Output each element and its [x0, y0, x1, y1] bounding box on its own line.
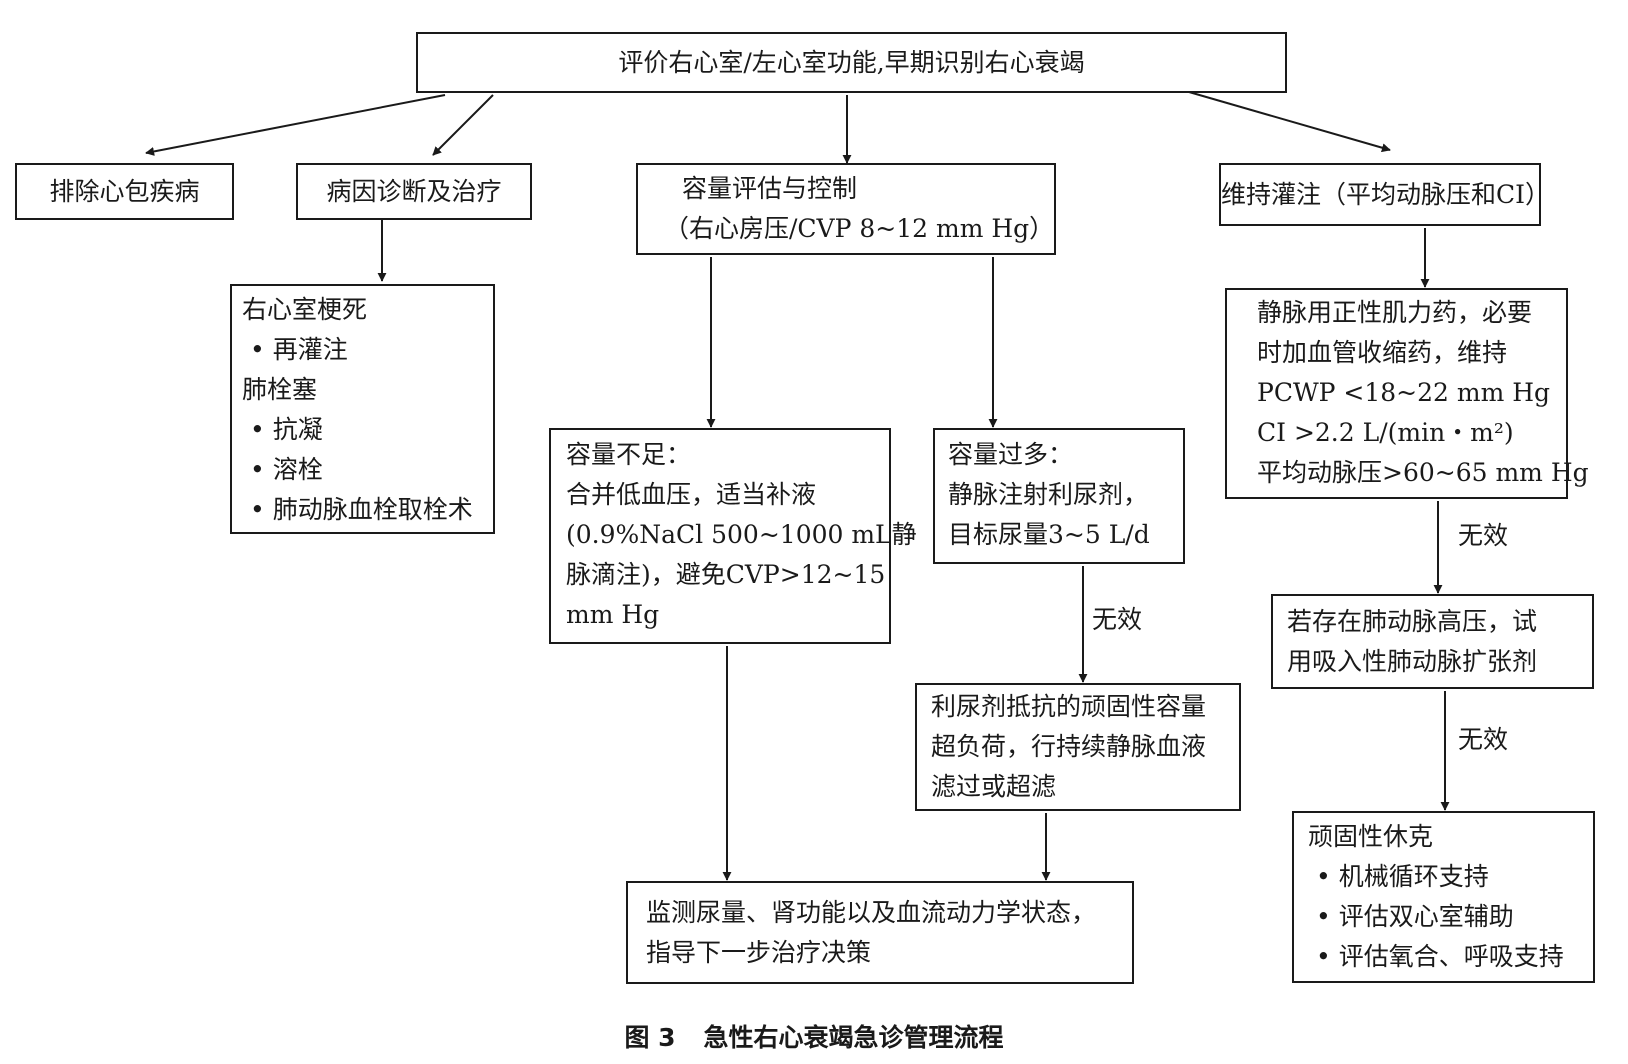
anticoagulation-item: 抗凝 — [242, 410, 493, 450]
diuretic-resistance-line-2: 超负荷，行持续静脉血液 — [931, 732, 1207, 761]
volume-assessment-target: （右心房压/CVP 8~12 mm Hg） — [664, 214, 1055, 243]
shock-title: 顽固性休克 — [1308, 822, 1434, 851]
volume-low-line-4: 脉滴注)，避免CVP>12~15 — [566, 560, 886, 589]
volume-low-title: 容量不足： — [566, 440, 692, 469]
node-evaluate-ventricles: 评价右心室/左心室功能,早期识别右心衰竭 — [416, 32, 1287, 93]
thrombolysis-item: 溶栓 — [242, 450, 493, 490]
diuretic-resistance-line-1: 利尿剂抵抗的顽固性容量 — [931, 692, 1207, 721]
inotropes-map: 平均动脉压>60~65 mm Hg — [1257, 458, 1589, 487]
node-etiology: 病因诊断及治疗 — [296, 163, 532, 220]
mechanical-support-item: 机械循环支持 — [1308, 857, 1593, 897]
thrombectomy-item: 肺动脉血栓取栓术 — [242, 490, 493, 530]
pulmonary-embolism-title: 肺栓塞 — [242, 375, 318, 404]
node-etiology-detail: 右心室梗死 再灌注 肺栓塞 抗凝 溶栓 肺动脉血栓取栓术 — [230, 284, 495, 534]
node-evaluate-ventricles-text: 评价右心室/左心室功能,早期识别右心衰竭 — [618, 48, 1085, 77]
monitor-line-1: 监测尿量、肾功能以及血流动力学状态， — [646, 898, 1097, 927]
node-refractory-shock: 顽固性休克 机械循环支持 评估双心室辅助 评估氧合、呼吸支持 — [1292, 811, 1595, 983]
reperfusion-item: 再灌注 — [242, 330, 493, 370]
inotropes-pcwp: PCWP <18~22 mm Hg — [1257, 378, 1551, 407]
node-pulmonary-hypertension: 若存在肺动脉高压，试 用吸入性肺动脉扩张剂 — [1271, 594, 1594, 689]
pulm-htn-line-1: 若存在肺动脉高压，试 — [1287, 607, 1538, 636]
volume-assessment-title: 容量评估与控制 — [682, 174, 858, 203]
diuretic-resistance-line-3: 滤过或超滤 — [931, 772, 1057, 801]
volume-low-line-3: (0.9%NaCl 500~1000 mL静 — [566, 520, 917, 549]
arrow-top-to-perfusion — [1188, 91, 1391, 153]
volume-low-line-5: mm Hg — [566, 600, 660, 629]
arrow-top-to-etiology — [432, 94, 494, 156]
volume-high-line-2: 静脉注射利尿剂， — [948, 480, 1149, 509]
node-maintain-perfusion: 维持灌注（平均动脉压和CI） — [1219, 163, 1550, 226]
arrow-top-to-exclude — [145, 94, 446, 156]
node-diuretic-resistance: 利尿剂抵抗的顽固性容量 超负荷，行持续静脉血液 滤过或超滤 — [915, 683, 1241, 811]
node-exclude-pericardial: 排除心包疾病 — [15, 163, 234, 220]
figure-title: 急性右心衰竭急诊管理流程 — [703, 1023, 1004, 1052]
inotropes-line-1: 静脉用正性肌力药，必要 — [1257, 298, 1533, 327]
pulm-htn-line-2: 用吸入性肺动脉扩张剂 — [1287, 647, 1538, 676]
node-volume-insufficient: 容量不足： 合并低血压，适当补液 (0.9%NaCl 500~1000 mL静 … — [549, 428, 917, 644]
volume-low-line-2: 合并低血压，适当补液 — [566, 480, 817, 509]
volume-high-title: 容量过多： — [948, 440, 1074, 469]
edge-label-ineffective-volume: 无效 — [1092, 605, 1143, 634]
rv-infarction-title: 右心室梗死 — [242, 295, 368, 324]
node-volume-assessment: 容量评估与控制 （右心房压/CVP 8~12 mm Hg） — [636, 163, 1056, 255]
figure-caption: 图 3 急性右心衰竭急诊管理流程 — [0, 1022, 1628, 1054]
figure-number: 图 3 — [624, 1023, 676, 1052]
node-maintain-perfusion-text: 维持灌注（平均动脉压和CI） — [1221, 180, 1551, 209]
inotropes-ci: CI >2.2 L/(min・m²) — [1257, 418, 1514, 447]
node-exclude-pericardial-text: 排除心包疾病 — [49, 177, 200, 206]
volume-high-line-3: 目标尿量3~5 L/d — [948, 520, 1150, 549]
edge-label-ineffective-inotropes: 无效 — [1458, 521, 1509, 550]
inotropes-line-2: 时加血管收缩药，维持 — [1257, 338, 1508, 367]
edge-label-ineffective-pulm: 无效 — [1458, 725, 1509, 754]
node-volume-excess: 容量过多： 静脉注射利尿剂， 目标尿量3~5 L/d — [933, 428, 1185, 564]
node-monitor: 监测尿量、肾功能以及血流动力学状态， 指导下一步治疗决策 — [626, 881, 1134, 984]
monitor-line-2: 指导下一步治疗决策 — [646, 938, 872, 967]
biventricular-assist-item: 评估双心室辅助 — [1308, 897, 1593, 937]
node-inotropes: 静脉用正性肌力药，必要 时加血管收缩药，维持 PCWP <18~22 mm Hg… — [1225, 288, 1589, 499]
oxygenation-support-item: 评估氧合、呼吸支持 — [1308, 937, 1593, 977]
node-etiology-text: 病因诊断及治疗 — [326, 177, 502, 206]
